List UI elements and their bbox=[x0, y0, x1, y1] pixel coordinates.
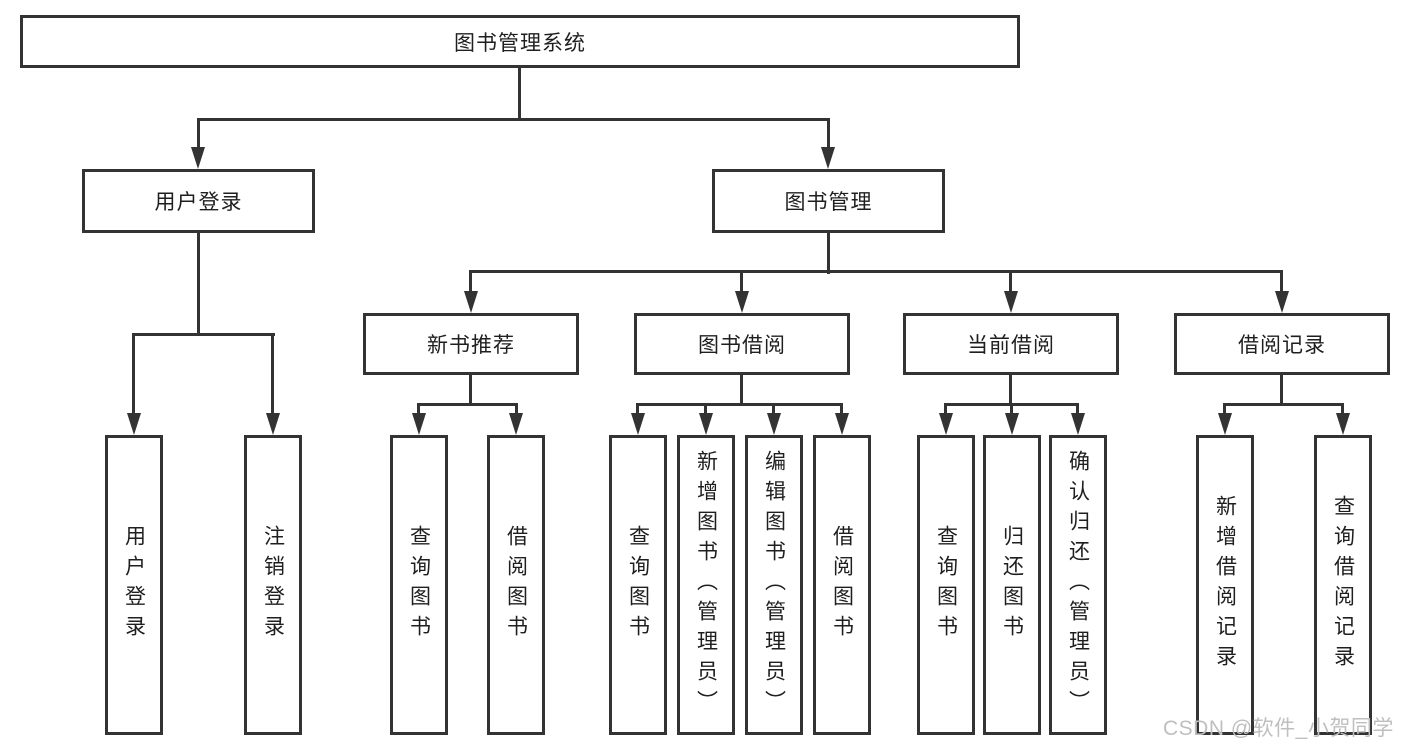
connector-line bbox=[1009, 270, 1012, 295]
arrow-head bbox=[821, 147, 835, 169]
node-leaf-add-borrow-record: 新增借阅记录 bbox=[1196, 435, 1254, 735]
connector-line bbox=[772, 403, 775, 415]
leaf-label: 编辑图书（管理员） bbox=[762, 450, 786, 720]
connector-line bbox=[740, 375, 743, 405]
node-leaf-logout: 注销登录 bbox=[244, 435, 302, 735]
connector-line bbox=[197, 233, 200, 335]
connector-line bbox=[944, 403, 947, 415]
connector-line bbox=[197, 118, 200, 150]
arrow-head bbox=[1336, 413, 1350, 435]
node-book-borrow: 图书借阅 bbox=[634, 313, 850, 375]
leaf-label: 用户登录 bbox=[122, 525, 146, 645]
node-current-borrow: 当前借阅 bbox=[903, 313, 1119, 375]
connector-line bbox=[197, 118, 830, 121]
connector-line bbox=[132, 333, 135, 414]
node-book-borrow-label: 图书借阅 bbox=[698, 334, 786, 357]
node-root-label: 图书管理系统 bbox=[454, 31, 586, 55]
connector-line bbox=[417, 403, 518, 406]
arrow-head bbox=[699, 413, 713, 435]
connector-line bbox=[518, 68, 521, 120]
connector-line bbox=[840, 403, 843, 415]
leaf-label: 确认归还（管理员） bbox=[1066, 450, 1090, 720]
leaf-label: 注销登录 bbox=[261, 525, 285, 645]
connector-line bbox=[271, 333, 274, 414]
node-leaf-confirm-return-admin: 确认归还（管理员） bbox=[1049, 435, 1107, 735]
leaf-label: 新增图书（管理员） bbox=[694, 450, 718, 720]
node-borrow-records-label: 借阅记录 bbox=[1238, 334, 1326, 357]
connector-line bbox=[469, 270, 472, 295]
connector-line bbox=[1280, 375, 1283, 405]
node-leaf-query-books-3: 查询图书 bbox=[917, 435, 975, 735]
arrow-head bbox=[127, 413, 141, 435]
leaf-label: 借阅图书 bbox=[504, 525, 528, 645]
connector-line bbox=[1223, 403, 1226, 415]
arrow-head bbox=[939, 413, 953, 435]
arrow-head bbox=[631, 413, 645, 435]
node-leaf-user-login: 用户登录 bbox=[105, 435, 163, 735]
connector-line bbox=[417, 403, 420, 415]
node-root: 图书管理系统 bbox=[20, 15, 1020, 68]
node-book-management: 图书管理 bbox=[712, 169, 945, 233]
arrow-head bbox=[412, 413, 426, 435]
connector-line bbox=[1009, 375, 1012, 405]
connector-line bbox=[740, 270, 743, 295]
connector-line bbox=[515, 403, 518, 415]
node-leaf-return-books: 归还图书 bbox=[983, 435, 1041, 735]
arrow-head bbox=[1275, 291, 1289, 313]
connector-line bbox=[1223, 403, 1344, 406]
arrow-head bbox=[1071, 413, 1085, 435]
leaf-label: 查询图书 bbox=[407, 525, 431, 645]
node-new-book-recommend: 新书推荐 bbox=[363, 313, 579, 375]
arrow-head bbox=[191, 147, 205, 169]
connector-line bbox=[469, 270, 1283, 273]
arrow-head bbox=[509, 413, 523, 435]
node-current-borrow-label: 当前借阅 bbox=[967, 334, 1055, 357]
node-leaf-query-books-2: 查询图书 bbox=[609, 435, 667, 735]
connector-line bbox=[1341, 403, 1344, 415]
connector-line bbox=[1280, 270, 1283, 295]
node-leaf-query-borrow-record: 查询借阅记录 bbox=[1314, 435, 1372, 735]
connector-line bbox=[1076, 403, 1079, 415]
arrow-head bbox=[464, 291, 478, 313]
node-leaf-borrow-books-1: 借阅图书 bbox=[487, 435, 545, 735]
connector-line bbox=[636, 403, 639, 415]
connector-line bbox=[704, 403, 707, 415]
node-user-login-label: 用户登录 bbox=[154, 191, 243, 214]
connector-line bbox=[636, 403, 843, 406]
watermark-text: CSDN @软件_小贺同学 bbox=[1163, 717, 1394, 740]
node-leaf-query-books-1: 查询图书 bbox=[390, 435, 448, 735]
node-borrow-records: 借阅记录 bbox=[1174, 313, 1390, 375]
leaf-label: 借阅图书 bbox=[830, 525, 854, 645]
leaf-label: 查询图书 bbox=[934, 525, 958, 645]
connector-line bbox=[132, 333, 275, 336]
leaf-label: 查询图书 bbox=[626, 525, 650, 645]
leaf-label: 归还图书 bbox=[1000, 525, 1024, 645]
node-new-book-recommend-label: 新书推荐 bbox=[427, 334, 515, 357]
node-leaf-borrow-books-2: 借阅图书 bbox=[813, 435, 871, 735]
arrow-head bbox=[1005, 413, 1019, 435]
arrow-head bbox=[1218, 413, 1232, 435]
connector-line bbox=[469, 375, 472, 405]
arrow-head bbox=[1004, 291, 1018, 313]
arrow-head bbox=[835, 413, 849, 435]
node-leaf-edit-books-admin: 编辑图书（管理员） bbox=[745, 435, 803, 735]
node-book-management-label: 图书管理 bbox=[784, 191, 873, 214]
connector-line bbox=[827, 233, 830, 274]
connector-line bbox=[827, 118, 830, 150]
leaf-label: 新增借阅记录 bbox=[1213, 495, 1237, 675]
node-user-login: 用户登录 bbox=[82, 169, 315, 233]
arrow-head bbox=[266, 413, 280, 435]
node-leaf-add-books-admin: 新增图书（管理员） bbox=[677, 435, 735, 735]
leaf-label: 查询借阅记录 bbox=[1331, 495, 1355, 675]
arrow-head bbox=[735, 291, 749, 313]
arrow-head bbox=[767, 413, 781, 435]
connector-line bbox=[1010, 403, 1013, 415]
